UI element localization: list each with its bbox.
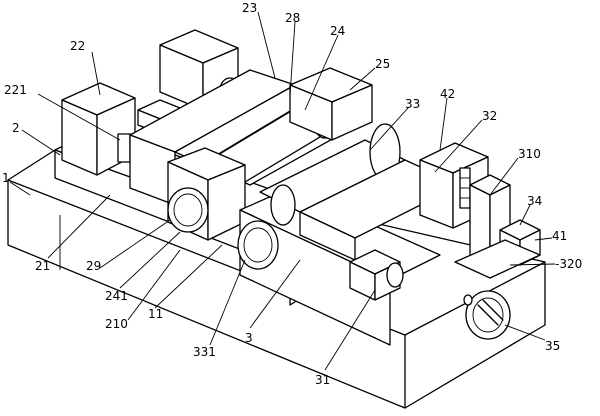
label-11: 11 (148, 307, 163, 321)
label-2: 2 (12, 121, 20, 135)
label-34: 34 (527, 194, 542, 208)
label-42: 42 (440, 87, 455, 101)
label-21: 21 (35, 259, 50, 273)
label-320: -320 (555, 257, 582, 271)
label-3: 3 (245, 331, 253, 345)
label-210: 210 (105, 317, 128, 331)
label-310: 310 (518, 147, 541, 161)
label-33: 33 (405, 97, 420, 111)
leader-lines (9, 11, 556, 371)
label-221: 221 (4, 83, 27, 97)
label-35: 35 (545, 339, 560, 353)
label-241: 241 (105, 289, 128, 303)
label-41: 41 (552, 229, 567, 243)
reference-labels: 22 221 2 1 21 23 28 24 25 33 42 32 310 3… (2, 1, 582, 387)
label-22: 22 (70, 39, 85, 53)
label-25: 25 (375, 57, 390, 71)
label-29: 29 (86, 259, 101, 273)
label-28: 28 (285, 11, 300, 25)
left-unit (54, 29, 373, 256)
label-31: 31 (315, 373, 330, 387)
right-unit (237, 123, 541, 346)
label-331: 331 (193, 345, 216, 359)
label-23: 23 (242, 1, 257, 15)
label-1: 1 (2, 171, 10, 185)
label-24: 24 (330, 24, 345, 38)
label-32: 32 (482, 109, 497, 123)
